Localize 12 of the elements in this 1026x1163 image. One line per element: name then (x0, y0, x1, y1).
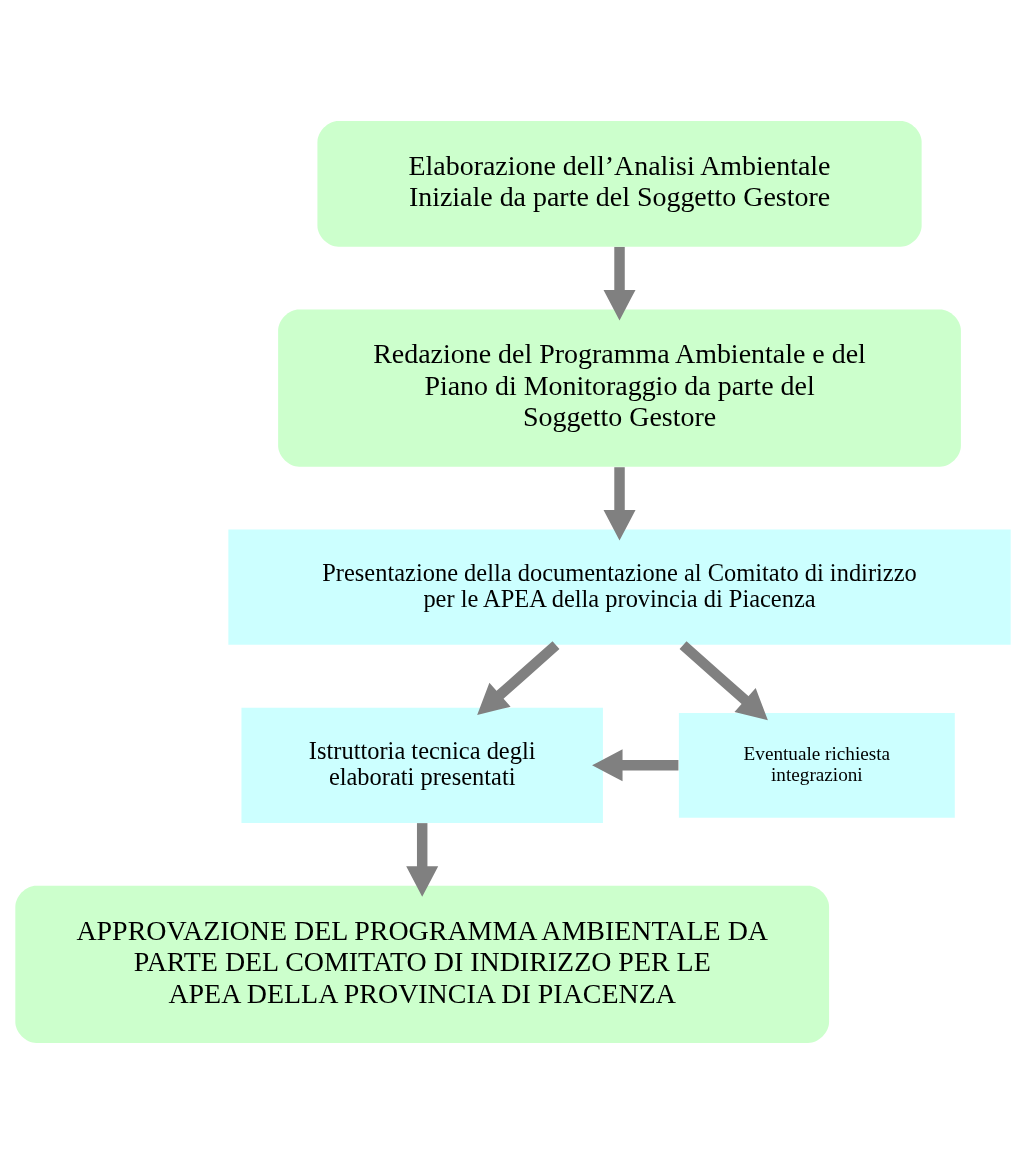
node-box: Presentazione della documentazione al Comitato di indirizzo per le APEA della provincia di Piacenza (228, 529, 1011, 645)
arrow (406, 822, 439, 897)
node-box: Eventuale richiesta integrazioni (678, 712, 955, 818)
arrow (679, 640, 768, 720)
node-box: APPROVAZIONE DEL PROGRAMMA AMBIENTALE DA PARTE DEL COMITATO DI INDIRIZZO PER LE APEA DELLA PROVINCIA DI PIACENZA (15, 885, 830, 1043)
node-box: Istruttoria tecnica degli elaborati presentati (241, 707, 603, 823)
arrow (477, 640, 560, 715)
node-box: Elaborazione dell’Analisi Ambientale Iniziale da parte del Soggetto Gestore (317, 120, 922, 247)
arrow (603, 466, 636, 541)
arrow (592, 748, 679, 781)
node-box: Redazione del Programma Ambientale e del Piano di Monitoraggio da parte del Soggetto Gestore (278, 309, 961, 467)
arrow (603, 246, 636, 320)
